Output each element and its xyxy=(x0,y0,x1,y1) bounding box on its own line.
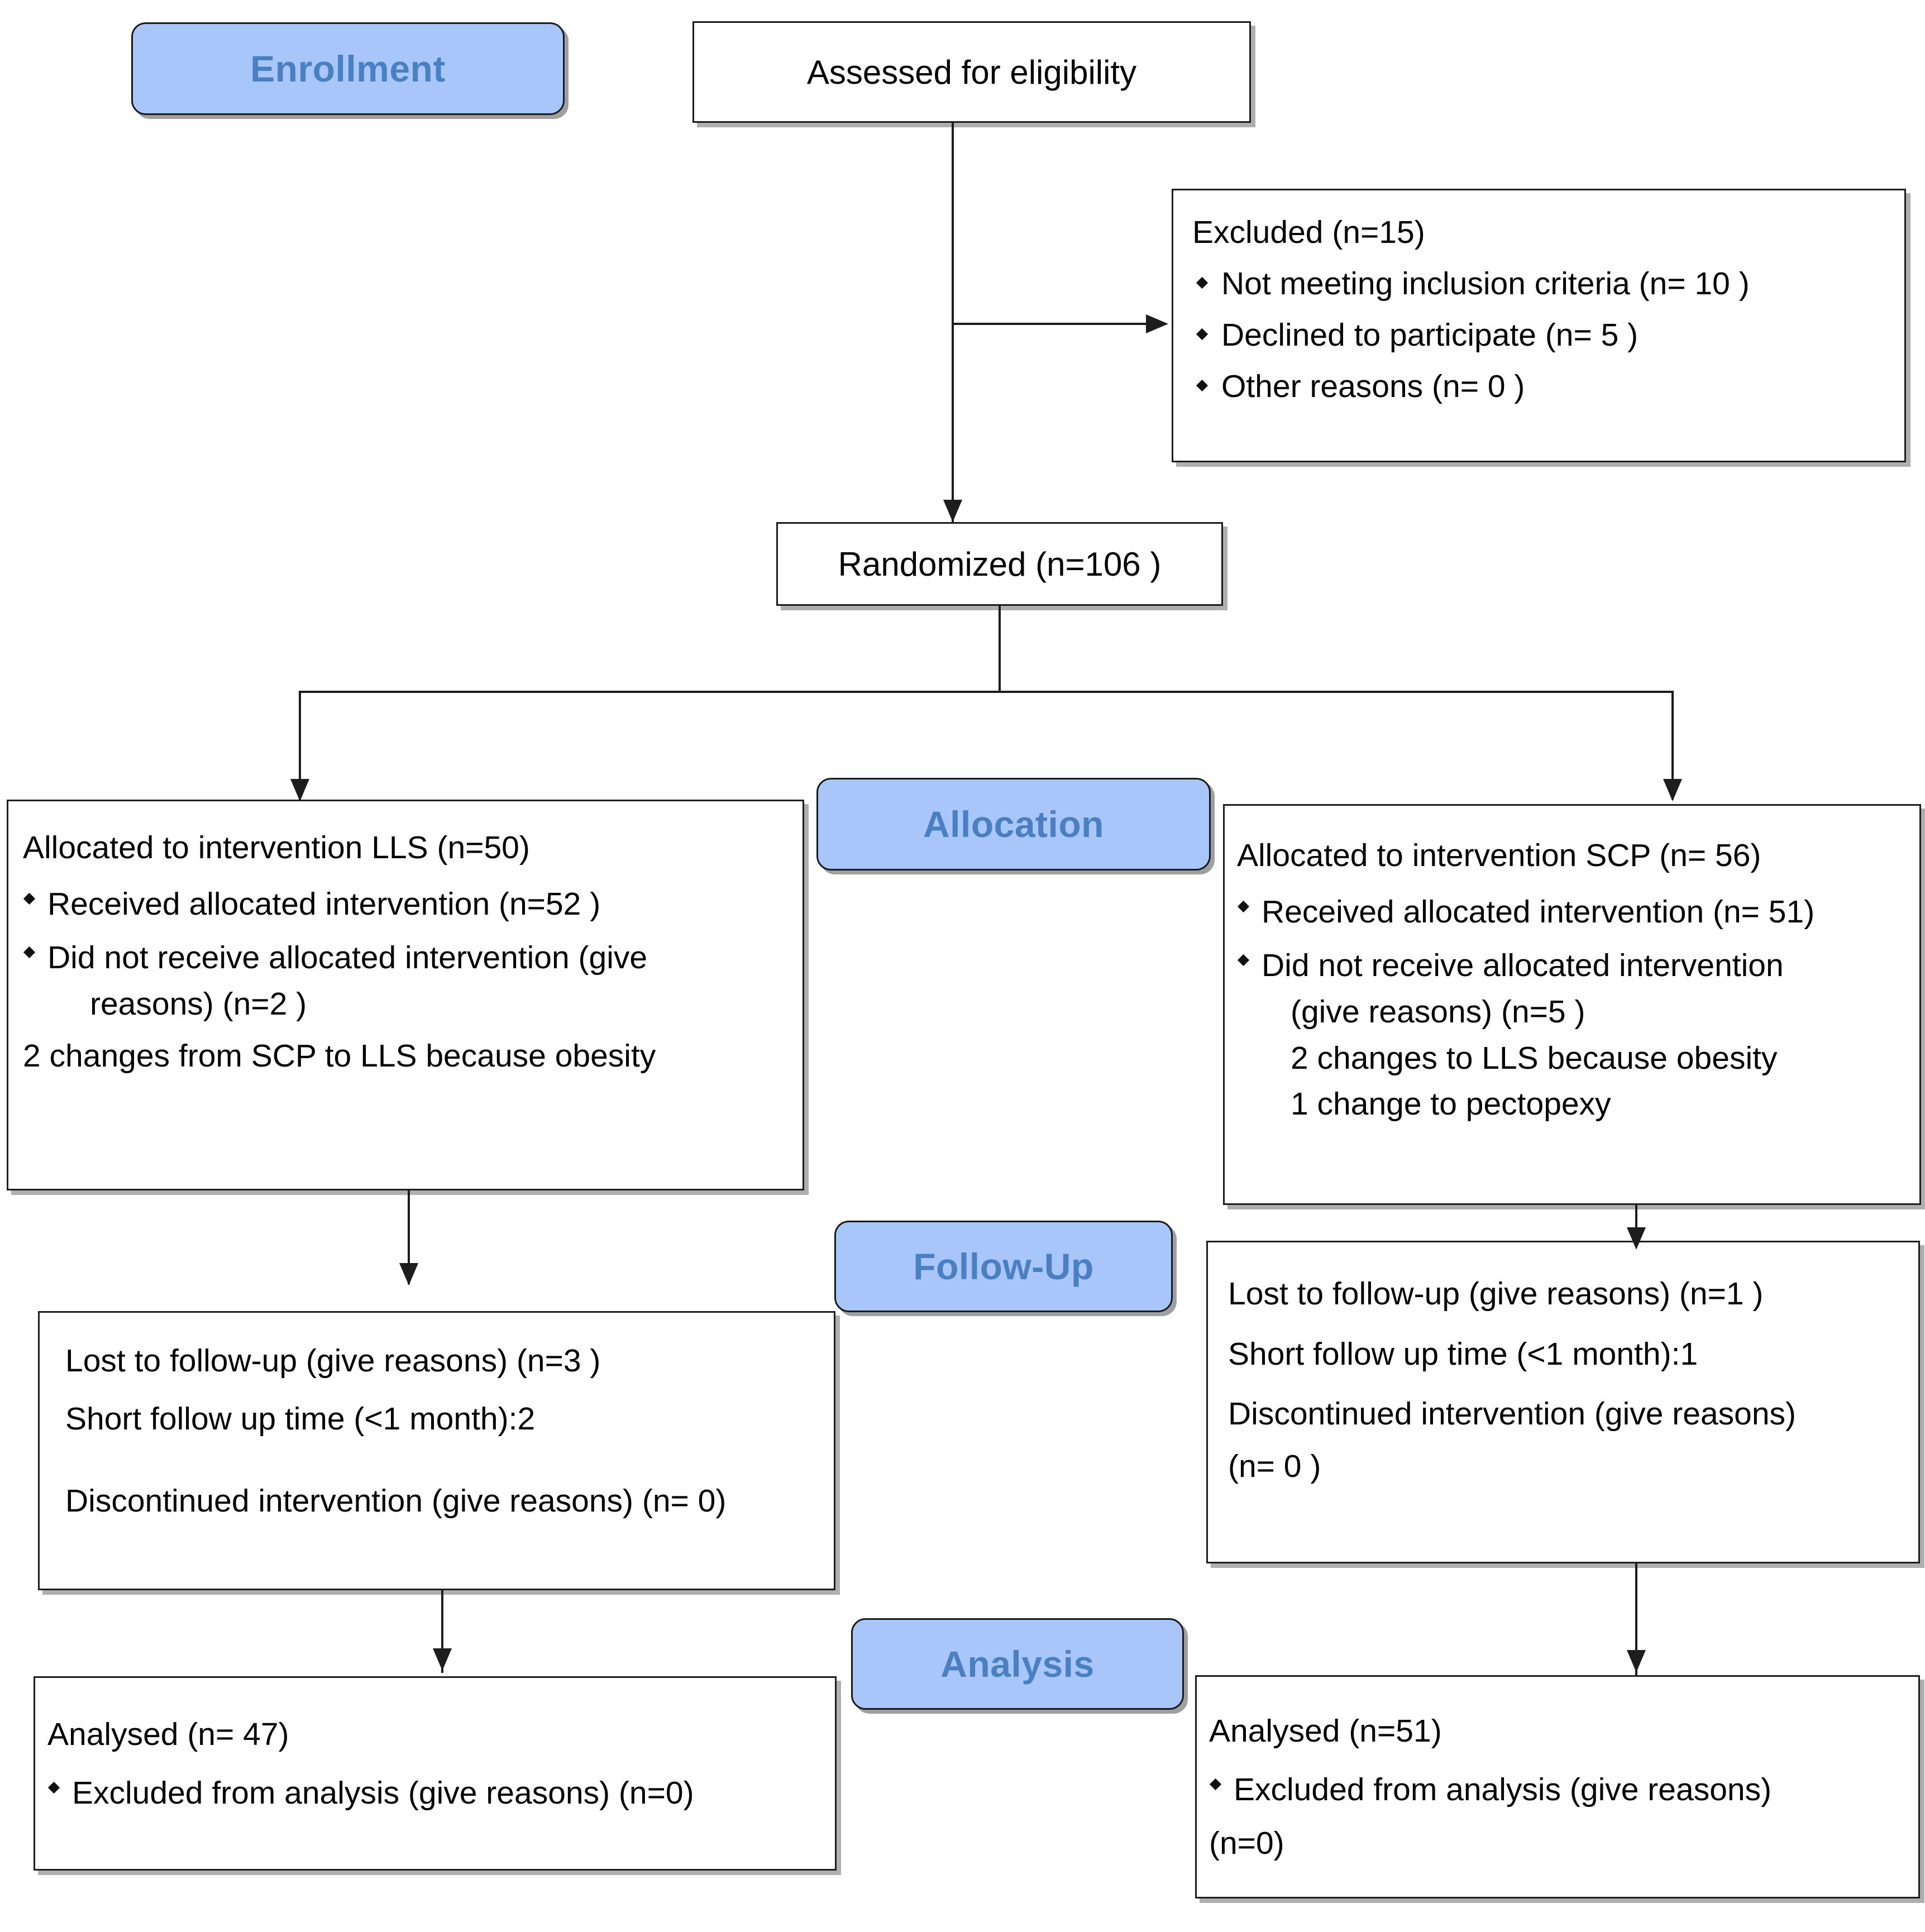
arrow-into-left-analysis xyxy=(433,1648,452,1671)
box-analysis-right: Analysed (n=51) Excluded from analysis (… xyxy=(1195,1675,1920,1898)
stage-label-analysis: Analysis xyxy=(851,1618,1184,1710)
stage-label-followup: Follow-Up xyxy=(834,1221,1173,1312)
analysis-right-bullet-continued: (n=0) xyxy=(1209,1825,1284,1862)
list-item: Received allocated intervention (n=52 ) xyxy=(23,881,788,927)
excluded-title: Excluded (n=15) xyxy=(1192,214,1425,250)
connector-to-excluded xyxy=(952,323,1147,325)
arrow-into-right-followup xyxy=(1627,1227,1646,1250)
excluded-reason-list: Not meeting inclusion criteria (n= 10 ) … xyxy=(1192,265,1885,405)
stage-label-analysis-text: Analysis xyxy=(940,1643,1095,1685)
followup-left-line-2: Short follow up time (<1 month):2 xyxy=(65,1400,536,1437)
allocation-right-bullet2-continued: (give reasons) (n=5 ) xyxy=(1291,993,1585,1030)
bullet-diamond-icon xyxy=(23,892,36,905)
allocation-right-list: Received allocated intervention (n= 51) … xyxy=(1237,889,1907,989)
connector-to-right-allocation xyxy=(1671,691,1674,800)
stage-label-allocation-text: Allocation xyxy=(923,804,1104,845)
stage-label-followup-text: Follow-Up xyxy=(913,1246,1094,1287)
allocation-left-bullet-text: Did not receive allocated intervention (… xyxy=(47,940,648,976)
arrow-into-right-allocation xyxy=(1663,779,1682,801)
allocation-left-note: 2 changes from SCP to LLS because obesit… xyxy=(23,1037,656,1074)
followup-right-line-2: Short follow up time (<1 month):1 xyxy=(1228,1336,1698,1372)
allocation-right-title: Allocated to intervention SCP (n= 56) xyxy=(1237,838,1761,873)
bullet-diamond-icon xyxy=(1196,276,1209,289)
allocation-right-note-2: 1 change to pectopexy xyxy=(1291,1086,1611,1122)
analysis-left-title: Analysed (n= 47) xyxy=(47,1716,289,1752)
stage-label-enrollment: Enrollment xyxy=(131,22,565,115)
followup-right-line-4: (n= 0 ) xyxy=(1228,1448,1321,1484)
randomized-label: Randomized (n=106 ) xyxy=(838,545,1162,583)
connector-left-followup-to-analysis xyxy=(441,1590,443,1673)
bullet-diamond-icon xyxy=(23,946,36,959)
allocation-right-note-1: 2 changes to LLS because obesity xyxy=(1291,1040,1778,1076)
connector-randomized-split xyxy=(299,691,1674,693)
assessed-label: Assessed for eligibility xyxy=(806,53,1137,91)
box-followup-right: Lost to follow-up (give reasons) (n=1 ) … xyxy=(1206,1241,1920,1563)
allocation-left-title: Allocated to intervention LLS (n=50) xyxy=(23,830,530,865)
list-item: Did not receive allocated intervention (… xyxy=(23,935,788,981)
list-item: Other reasons (n= 0 ) xyxy=(1192,368,1885,405)
bullet-diamond-icon xyxy=(47,1781,60,1794)
list-item: Not meeting inclusion criteria (n= 10 ) xyxy=(1192,265,1885,302)
allocation-left-list: Received allocated intervention (n=52 ) … xyxy=(23,881,788,981)
box-excluded: Excluded (n=15) Not meeting inclusion cr… xyxy=(1172,189,1906,462)
excluded-reason-text: Declined to participate (n= 5 ) xyxy=(1221,317,1639,353)
box-allocation-left: Allocated to intervention LLS (n=50) Rec… xyxy=(7,800,804,1190)
box-randomized: Randomized (n=106 ) xyxy=(776,522,1223,606)
box-assessed-for-eligibility: Assessed for eligibility xyxy=(692,21,1251,123)
allocation-left-bullet2-continued: reasons) (n=2 ) xyxy=(90,986,307,1022)
bullet-diamond-icon xyxy=(1209,1778,1222,1790)
arrow-into-randomized xyxy=(943,500,962,522)
list-item: Did not receive allocated intervention xyxy=(1237,943,1907,989)
analysis-left-list: Excluded from analysis (give reasons) (n… xyxy=(47,1770,823,1816)
arrow-into-left-allocation xyxy=(290,779,309,801)
connector-right-alloc-to-followup xyxy=(1635,1205,1637,1240)
connector-randomized-stem xyxy=(999,606,1001,692)
excluded-reason-text: Not meeting inclusion criteria (n= 10 ) xyxy=(1221,266,1750,302)
arrow-into-excluded xyxy=(1146,314,1168,333)
stage-label-allocation: Allocation xyxy=(816,778,1211,871)
connector-to-left-allocation xyxy=(299,691,301,800)
analysis-right-bullet-text: Excluded from analysis (give reasons) xyxy=(1234,1771,1772,1807)
excluded-reason-text: Other reasons (n= 0 ) xyxy=(1221,369,1525,404)
allocation-right-bullet-text: Did not receive allocated intervention xyxy=(1262,948,1784,984)
analysis-right-title: Analysed (n=51) xyxy=(1209,1713,1442,1749)
analysis-left-bullet-text: Excluded from analysis (give reasons) (n… xyxy=(72,1775,694,1811)
followup-left-blank-line xyxy=(65,1443,819,1477)
bullet-diamond-icon xyxy=(1237,900,1250,912)
allocation-left-bullet-text: Received allocated intervention (n=52 ) xyxy=(47,886,601,922)
connector-assessed-to-randomized xyxy=(952,123,954,522)
allocation-right-bullet-text: Received allocated intervention (n= 51) xyxy=(1262,893,1815,930)
box-analysis-left: Analysed (n= 47) Excluded from analysis … xyxy=(34,1676,837,1871)
stage-label-enrollment-text: Enrollment xyxy=(250,48,446,89)
arrow-into-left-followup xyxy=(399,1263,418,1285)
bullet-diamond-icon xyxy=(1237,954,1250,967)
list-item: Excluded from analysis (give reasons) xyxy=(1209,1767,1908,1813)
list-item: Declined to participate (n= 5 ) xyxy=(1192,317,1885,353)
box-allocation-right: Allocated to intervention SCP (n= 56) Re… xyxy=(1223,804,1921,1205)
followup-left-line-1: Lost to follow-up (give reasons) (n=3 ) xyxy=(65,1343,601,1379)
box-followup-left: Lost to follow-up (give reasons) (n=3 ) … xyxy=(38,1311,835,1590)
followup-left-line-4: Discontinued intervention (give reasons)… xyxy=(65,1483,727,1519)
connector-left-alloc-to-followup xyxy=(408,1190,410,1284)
list-item: Received allocated intervention (n= 51) xyxy=(1237,889,1907,935)
followup-right-line-1: Lost to follow-up (give reasons) (n=1 ) xyxy=(1228,1276,1764,1312)
analysis-right-list: Excluded from analysis (give reasons) xyxy=(1209,1767,1908,1813)
bullet-diamond-icon xyxy=(1196,379,1209,392)
arrow-into-right-analysis xyxy=(1627,1650,1646,1672)
followup-right-line-3: Discontinued intervention (give reasons) xyxy=(1228,1396,1797,1432)
bullet-diamond-icon xyxy=(1196,328,1209,341)
list-item: Excluded from analysis (give reasons) (n… xyxy=(47,1770,823,1816)
connector-right-followup-to-analysis xyxy=(1635,1563,1637,1675)
